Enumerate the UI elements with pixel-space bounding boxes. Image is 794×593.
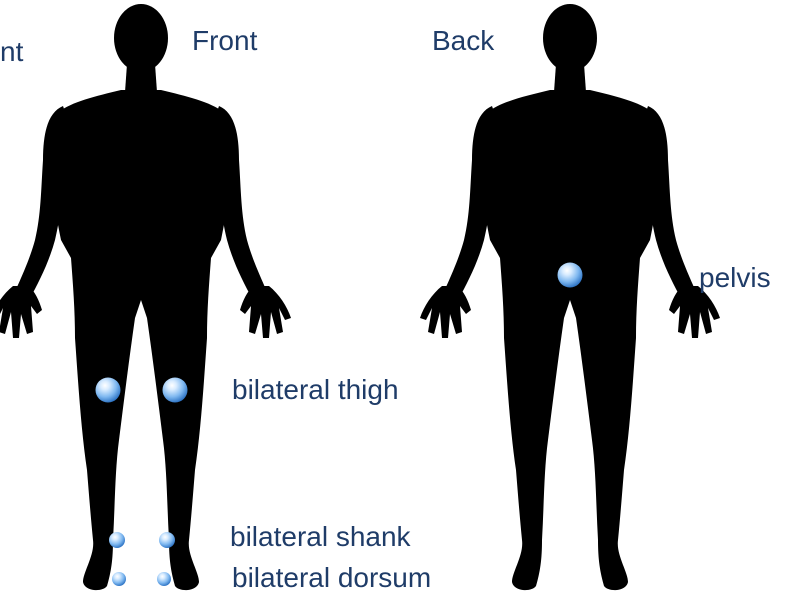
- back-label: Back: [432, 27, 494, 55]
- bilateral-dorsum-label: bilateral dorsum: [232, 564, 431, 592]
- right-shank-sensor: [159, 532, 175, 548]
- pelvis-label: pelvis: [699, 264, 771, 292]
- bilateral-shank-label: bilateral shank: [230, 523, 411, 551]
- front-silhouette: [0, 4, 291, 590]
- cropped-left-label: nt: [0, 38, 23, 66]
- left-shank-sensor: [109, 532, 125, 548]
- right-thigh-sensor: [163, 378, 188, 403]
- front-label: Front: [192, 27, 257, 55]
- bilateral-thigh-label: bilateral thigh: [232, 376, 399, 404]
- pelvis-sensor: [558, 263, 583, 288]
- back-silhouette: [420, 4, 720, 590]
- left-thigh-sensor: [96, 378, 121, 403]
- left-dorsum-sensor: [112, 572, 126, 586]
- right-dorsum-sensor: [157, 572, 171, 586]
